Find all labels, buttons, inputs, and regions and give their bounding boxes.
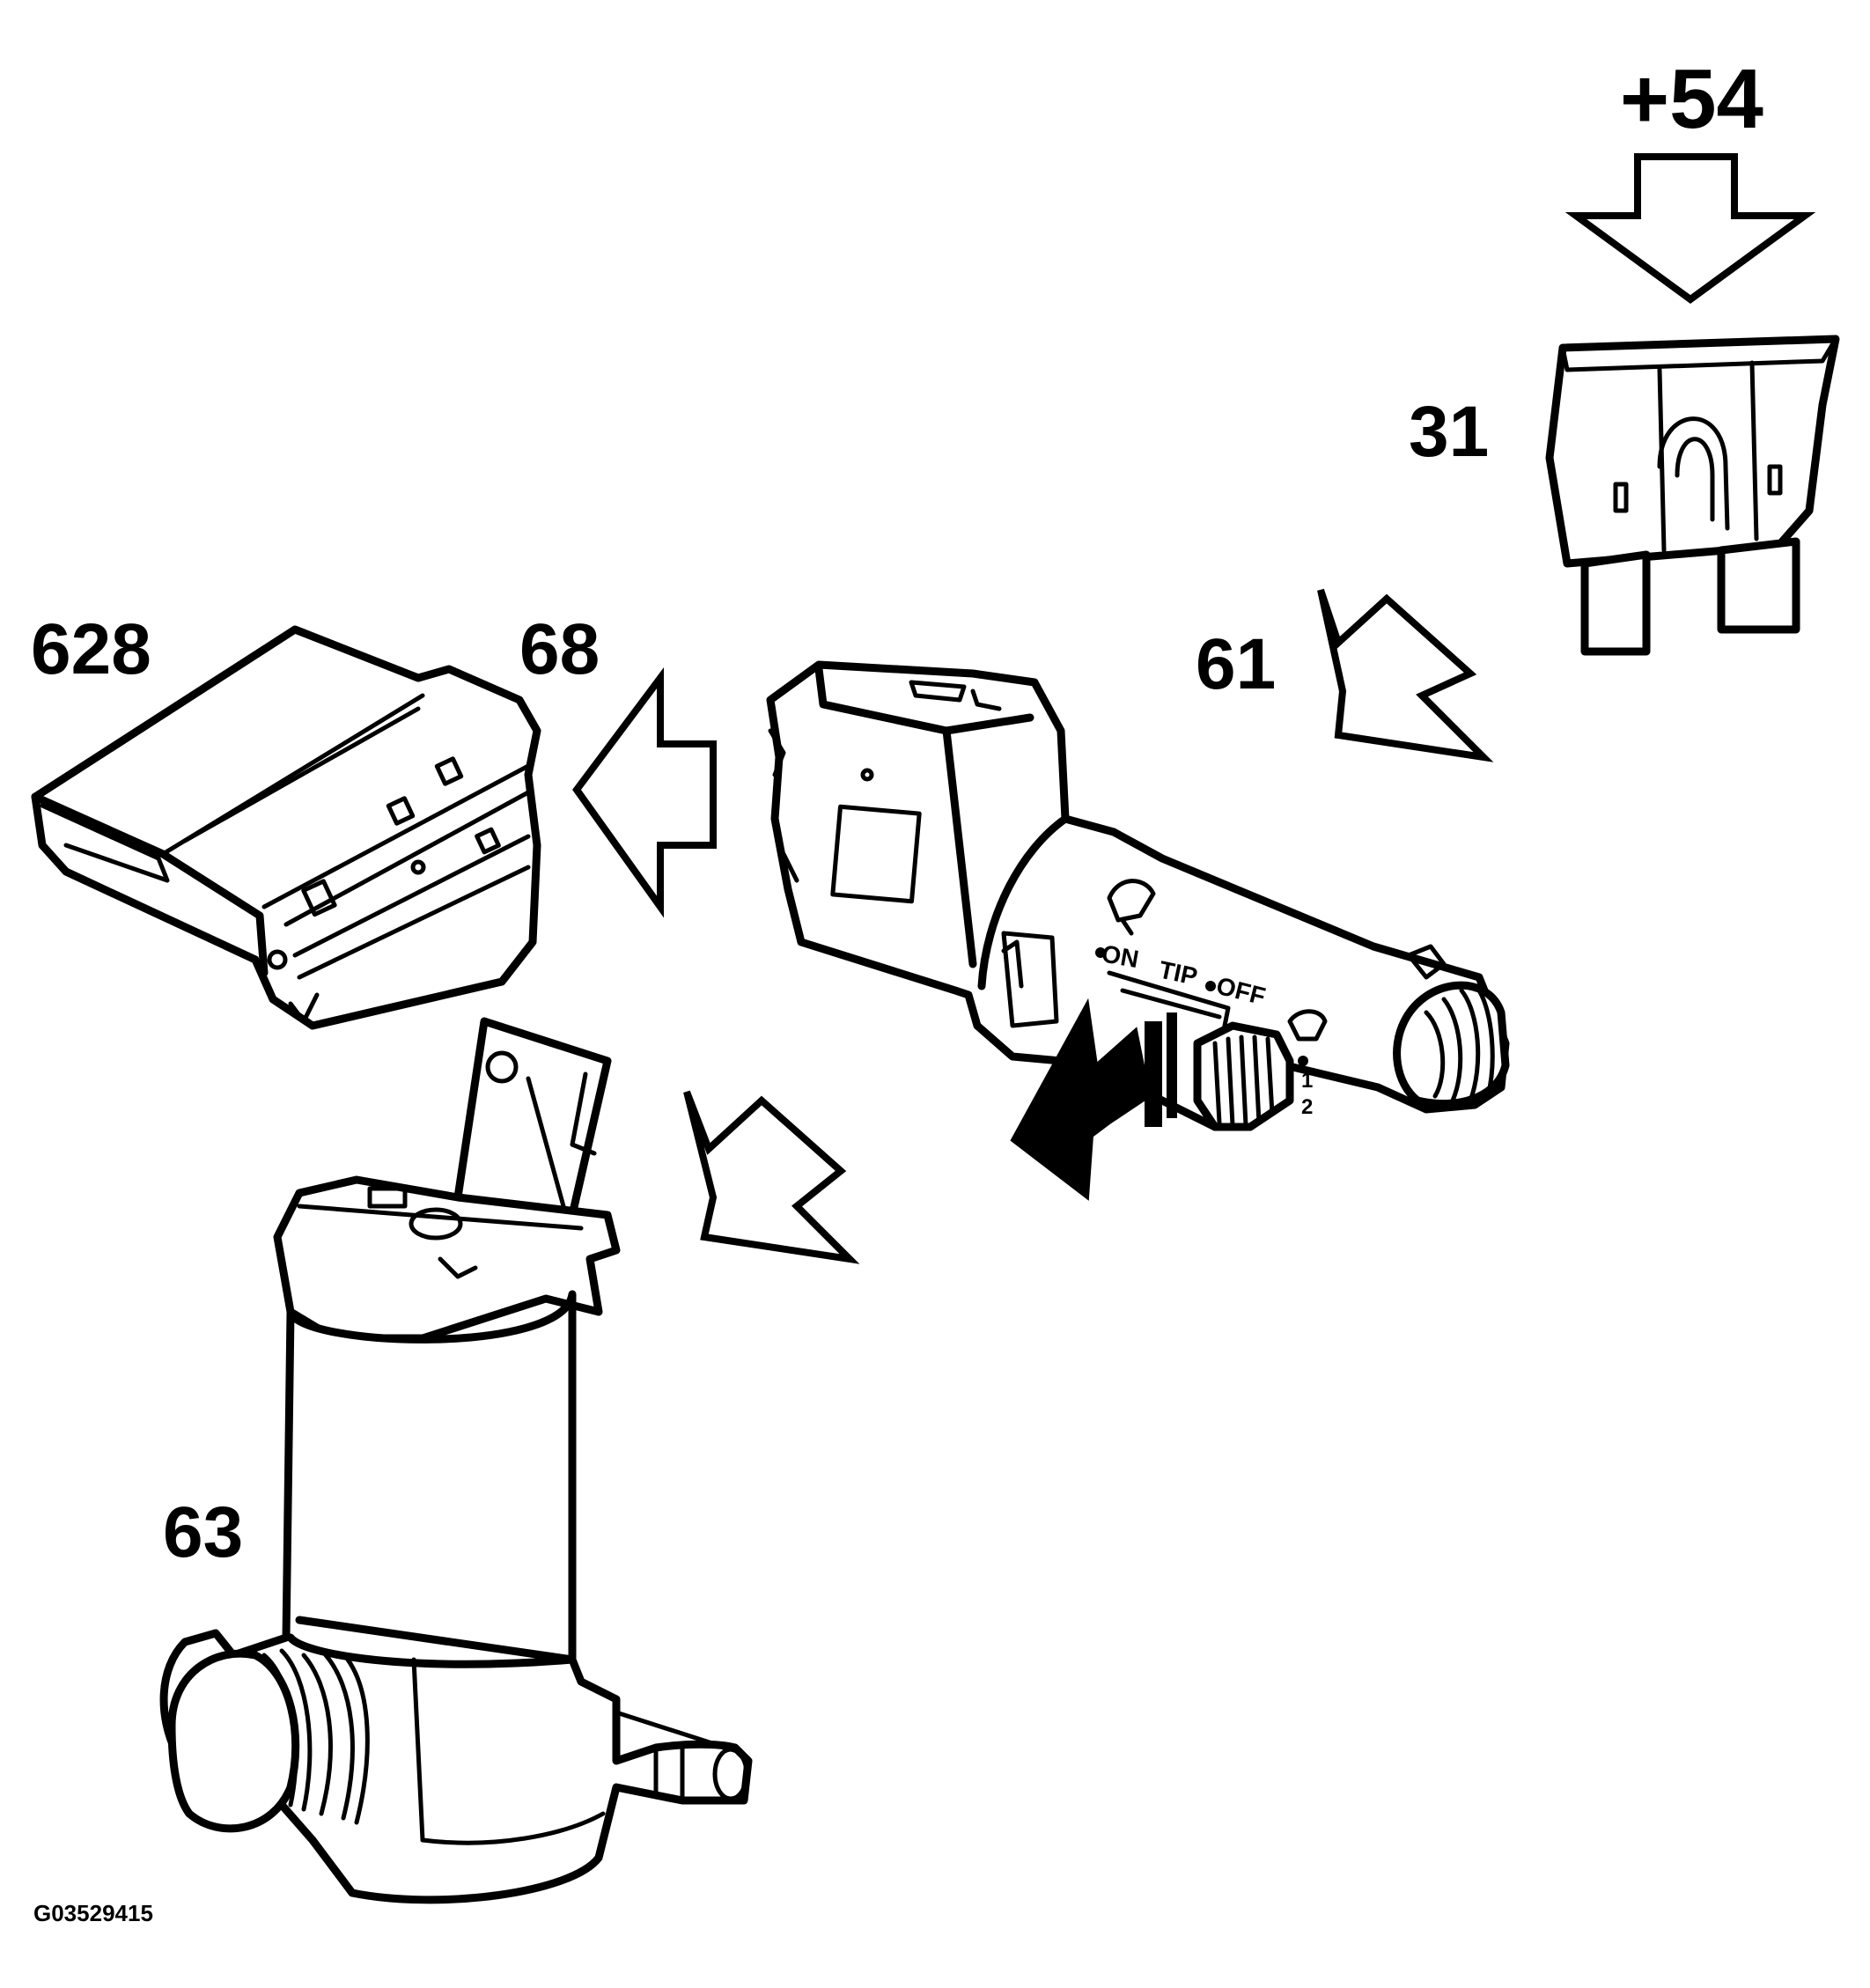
control-module [31,625,541,1030]
wiper-switch: ON TIP OFF 1 2 [766,660,1510,1131]
supply-down-arrow [1564,153,1816,304]
fuse [1545,335,1840,656]
switch-mark-1: 1 [1301,1069,1313,1093]
switch-actuation-bar-2 [1167,1012,1177,1118]
label-pump: 63 [163,1492,243,1572]
label-module: 628 [31,609,151,689]
switch-off-dot [1205,981,1216,991]
label-fuse: 31 [1409,392,1489,472]
label-module-signal: 68 [519,609,600,689]
pump-signal-arrow [683,1090,860,1264]
switch-on-dot [1095,947,1106,958]
washer-pump [159,1017,753,1904]
switch-actuation-bar-1 [1145,1021,1162,1127]
switch-input-arrow [1317,588,1494,762]
module-signal-arrow [572,666,717,918]
switch-mark-on: ON [1100,939,1141,973]
figure-id: G03529415 [33,1900,153,1926]
switch-mark-2: 2 [1301,1095,1313,1119]
label-switch-input: 61 [1196,624,1276,704]
label-supply: +54 [1620,52,1763,146]
switch-mark-dot [1298,1056,1308,1066]
